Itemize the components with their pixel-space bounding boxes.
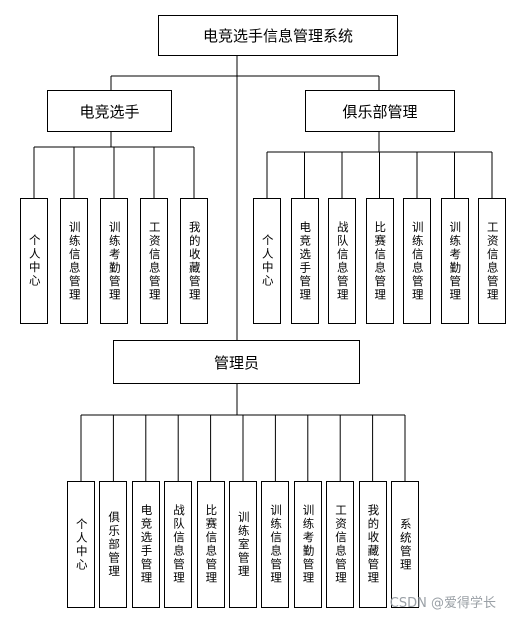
- leaf-node: 战队信息管理: [164, 481, 193, 608]
- admin-node: 管理员: [113, 340, 360, 384]
- leaf-node: 训练考勤管理: [440, 198, 469, 324]
- leaf-node: 比赛信息管理: [196, 481, 225, 608]
- leaf-node: 训练考勤管理: [100, 198, 128, 324]
- leaf-node: 训练室管理: [229, 481, 257, 608]
- watermark: CSDN @爱得学长: [389, 596, 496, 611]
- leaf-node: 个人中心: [20, 198, 48, 324]
- leaf-node: 训练信息管理: [403, 198, 431, 324]
- leaf-node: 我的收藏管理: [358, 481, 387, 608]
- leaf-node: 训练信息管理: [60, 198, 88, 324]
- leaf-node: 系统管理: [391, 481, 419, 608]
- leaf-node: 工资信息管理: [478, 198, 506, 324]
- club-node: 俱乐部管理: [305, 90, 455, 132]
- player-node: 电竞选手: [47, 90, 172, 132]
- leaf-node: 俱乐部管理: [99, 481, 128, 608]
- leaf-node: 工资信息管理: [140, 198, 168, 324]
- leaf-node: 战队信息管理: [328, 198, 356, 324]
- leaf-node: 训练考勤管理: [293, 481, 322, 608]
- leaf-node: 工资信息管理: [326, 481, 355, 608]
- leaf-node: 比赛信息管理: [365, 198, 394, 324]
- leaf-node: 个人中心: [67, 481, 95, 608]
- leaf-node: 训练信息管理: [261, 481, 290, 608]
- root-node: 电竞选手信息管理系统: [158, 15, 398, 56]
- leaf-node: 个人中心: [253, 198, 281, 324]
- leaf-node: 电竞选手管理: [290, 198, 319, 324]
- leaf-node: 我的收藏管理: [180, 198, 208, 324]
- leaf-node: 电竞选手管理: [131, 481, 160, 608]
